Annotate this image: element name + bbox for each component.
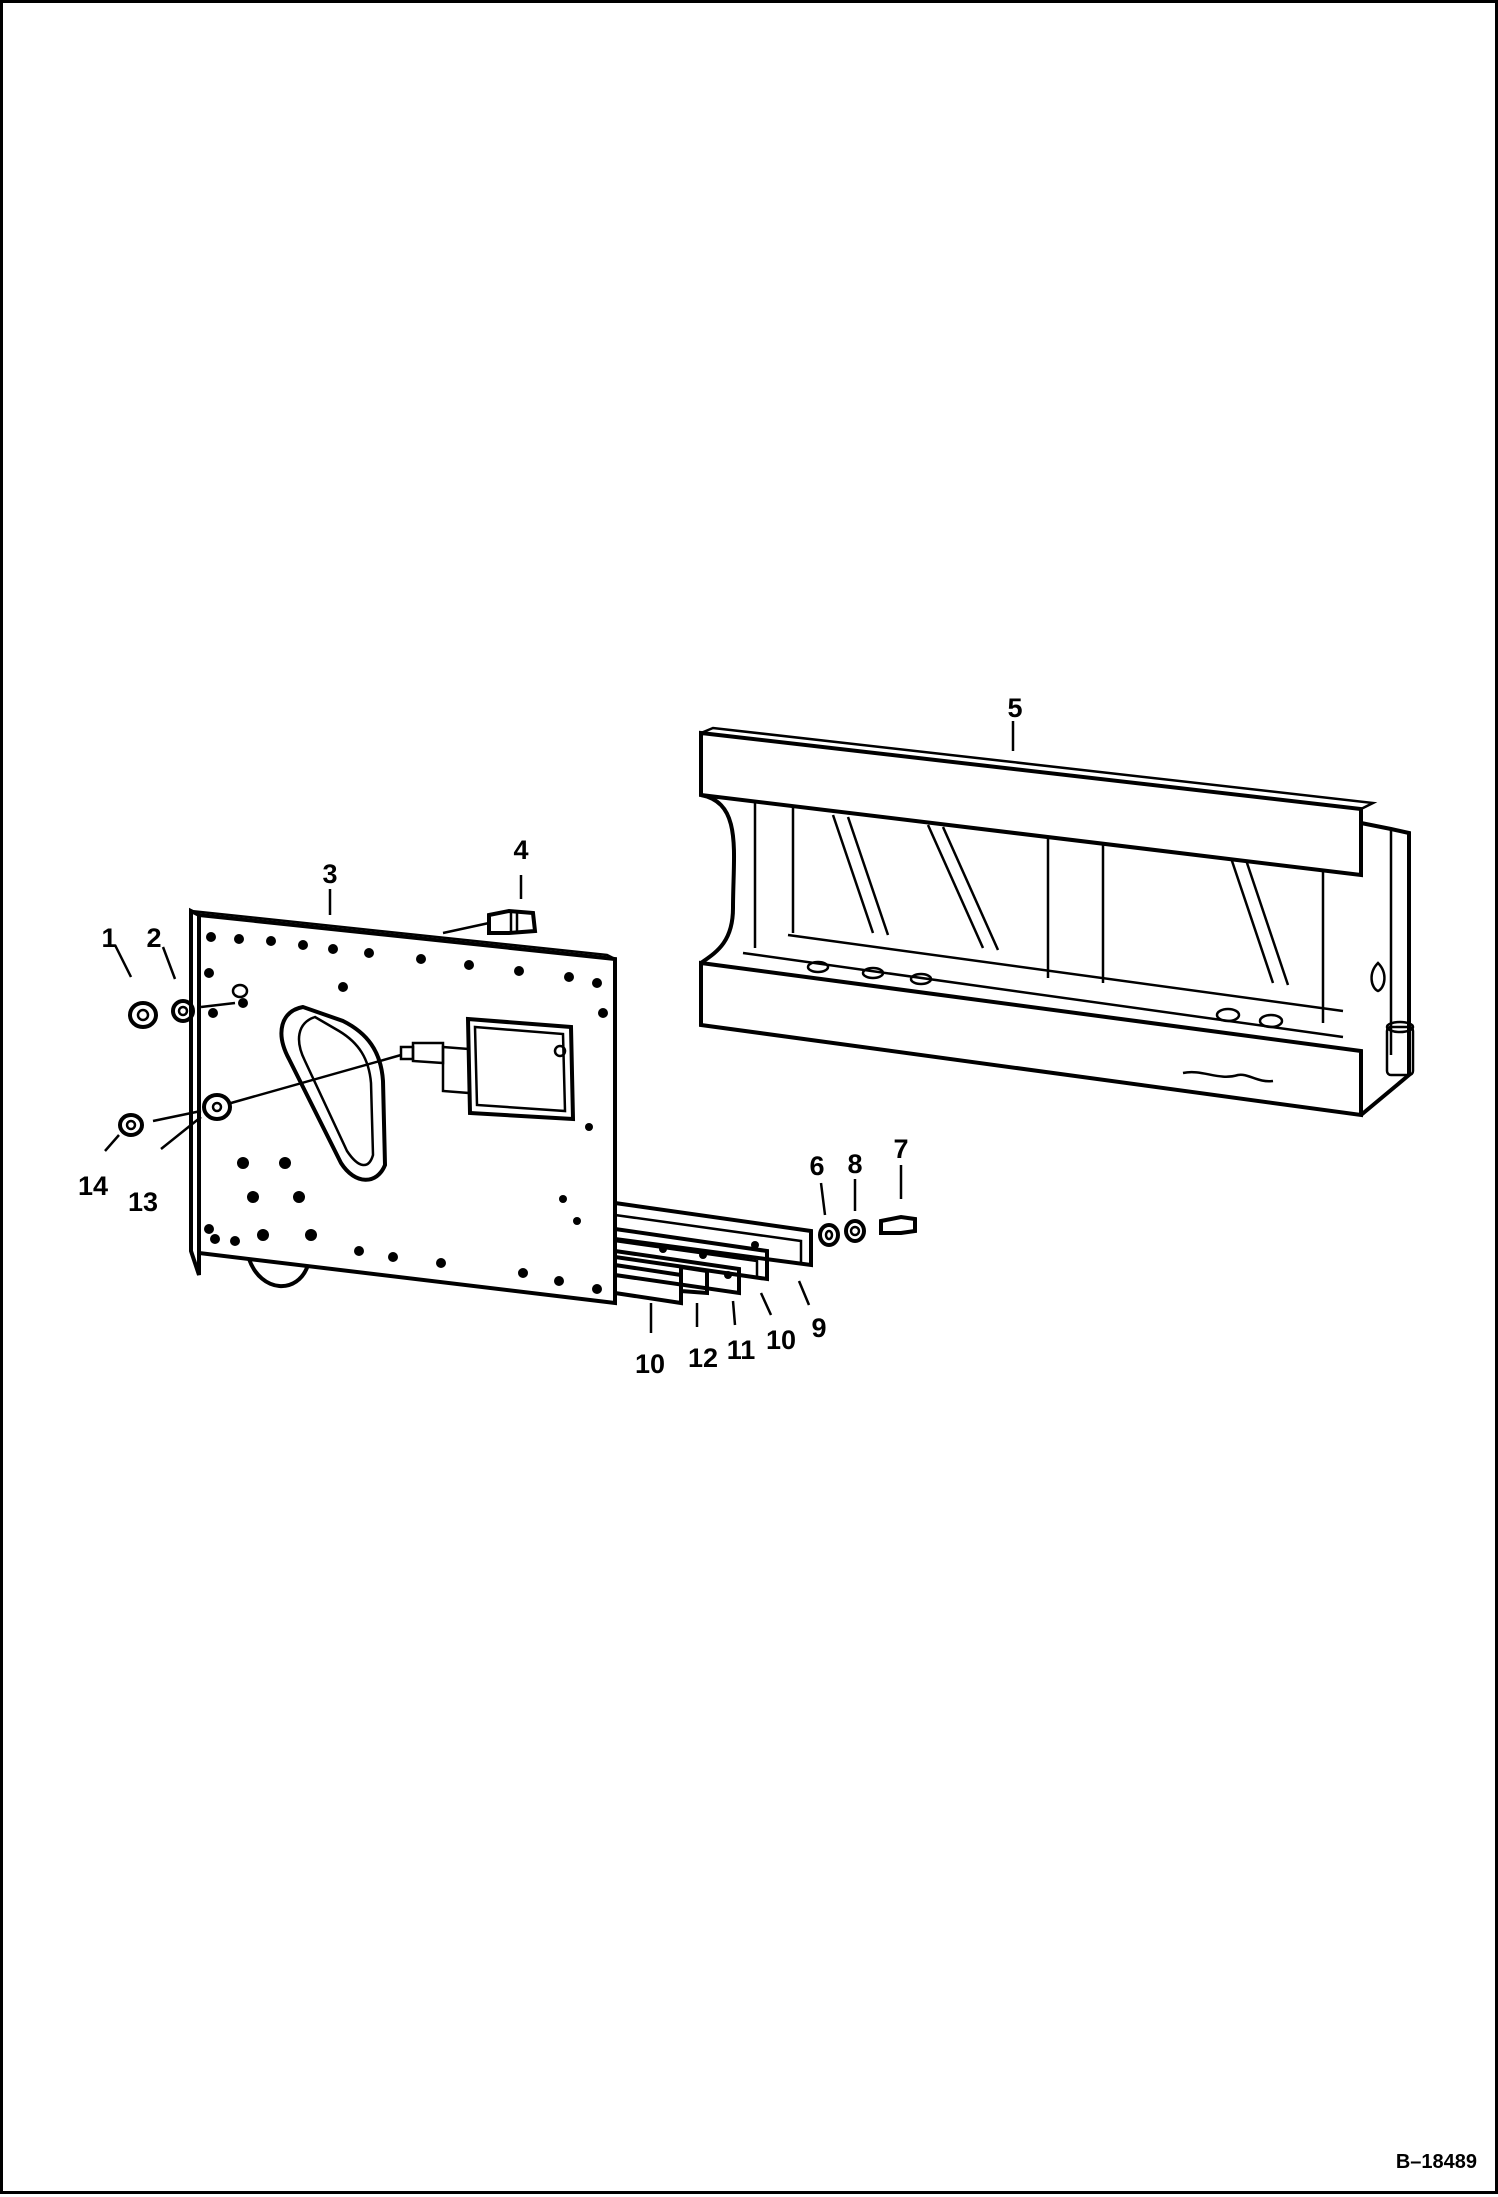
callout-8: 8 xyxy=(847,1149,862,1179)
wear-strips xyxy=(614,1201,813,1306)
callout-3: 3 xyxy=(322,859,337,889)
fasteners-right xyxy=(818,1214,917,1247)
exploded-parts-diagram: 1 2 3 4 5 6 7 8 9 10 10 11 12 13 14 B–18… xyxy=(78,693,1477,2173)
callout-11: 11 xyxy=(727,1335,756,1365)
bolt-part-4 xyxy=(442,908,538,935)
callout-2: 2 xyxy=(146,923,161,953)
callout-4: 4 xyxy=(513,835,528,865)
mounting-plate xyxy=(189,907,617,1306)
drawing-reference-number: B–18489 xyxy=(1396,2151,1477,2173)
attachment-frame xyxy=(699,726,1415,1118)
callout-7: 7 xyxy=(893,1134,908,1164)
callout-10a: 10 xyxy=(635,1349,665,1379)
callout-14: 14 xyxy=(78,1171,108,1201)
callout-9: 9 xyxy=(811,1313,826,1343)
plate-holes xyxy=(204,932,608,1294)
callout-13: 13 xyxy=(128,1187,158,1217)
fasteners-left xyxy=(118,999,402,1137)
callout-10b: 10 xyxy=(766,1325,796,1355)
leader-lines xyxy=(104,721,1015,1333)
callout-6: 6 xyxy=(809,1151,824,1181)
callout-labels: 1 2 3 4 5 6 7 8 9 10 10 11 12 13 14 xyxy=(78,693,1023,1379)
callout-12: 12 xyxy=(688,1343,718,1373)
callout-1: 1 xyxy=(101,923,116,953)
callout-5: 5 xyxy=(1007,693,1022,723)
